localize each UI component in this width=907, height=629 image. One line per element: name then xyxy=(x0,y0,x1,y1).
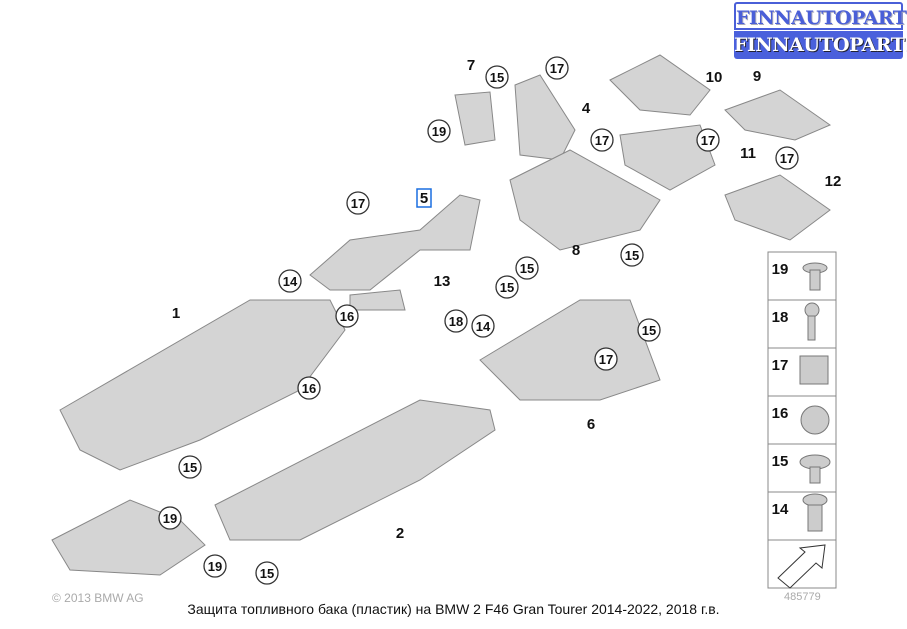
callout-17: 17 xyxy=(775,146,799,170)
callout-15: 15 xyxy=(255,561,279,585)
callout-15: 15 xyxy=(620,243,644,267)
callout-label: 4 xyxy=(582,100,591,117)
callout-label: 15 xyxy=(500,280,514,295)
callout-12: 12 xyxy=(825,173,842,190)
callout-2: 2 xyxy=(396,525,404,542)
callout-label: 15 xyxy=(520,261,534,276)
callout-label: 8 xyxy=(572,242,580,259)
part-11-box xyxy=(619,124,716,191)
callout-label: 14 xyxy=(283,274,298,289)
callout-label: 17 xyxy=(780,151,794,166)
callout-label: 17 xyxy=(599,352,613,367)
caption: Защита топливного бака (пластик) на BMW … xyxy=(187,601,720,617)
callout-16: 16 xyxy=(297,376,321,400)
callout-label: 17 xyxy=(550,61,564,76)
callout-15: 15 xyxy=(515,256,539,280)
callout-label: 1 xyxy=(172,305,180,322)
arrow-icon xyxy=(777,544,826,589)
fastener-icons xyxy=(799,262,831,532)
part-4-duct xyxy=(514,74,576,161)
callout-17: 17 xyxy=(594,347,618,371)
callout-13: 13 xyxy=(434,273,451,290)
part-8-shield xyxy=(509,149,661,251)
callout-label: 2 xyxy=(396,525,404,542)
part-7-bracket xyxy=(454,91,496,146)
legend-number-17: 17 xyxy=(772,357,789,374)
callout-label: 18 xyxy=(449,314,463,329)
callout-label: 19 xyxy=(208,559,222,574)
callout-10: 10 xyxy=(706,69,723,86)
callout-4: 4 xyxy=(582,100,591,117)
callout-label: 16 xyxy=(302,381,316,396)
callout-14: 14 xyxy=(278,269,302,293)
callout-label: 16 xyxy=(340,309,354,324)
callout-label: 10 xyxy=(706,69,723,86)
callout-15: 15 xyxy=(637,318,661,342)
part-9-bracket xyxy=(724,89,832,141)
part-6-shield xyxy=(479,299,661,401)
callout-11: 11 xyxy=(740,145,756,162)
callout-19: 19 xyxy=(427,119,451,143)
part-2-underbody-panel xyxy=(214,399,496,541)
brand-logo-top: FINNAUTOPARTS xyxy=(734,2,907,30)
callout-16: 16 xyxy=(335,304,359,328)
callout-label: 6 xyxy=(587,416,595,433)
callout-label: 5 xyxy=(420,190,428,207)
callout-label: 9 xyxy=(753,68,761,85)
part-16-panel xyxy=(349,289,406,311)
callout-1: 1 xyxy=(172,305,180,322)
copyright: © 2013 BMW AG xyxy=(52,591,144,605)
callout-18: 18 xyxy=(444,309,468,333)
callout-label: 15 xyxy=(642,323,656,338)
callout-5: 5 xyxy=(416,188,432,208)
callout-17: 17 xyxy=(545,56,569,80)
callout-17: 17 xyxy=(346,191,370,215)
legend-number-14: 14 xyxy=(772,501,789,518)
callout-17: 17 xyxy=(696,128,720,152)
callout-label: 14 xyxy=(476,319,491,334)
callout-label: 17 xyxy=(595,133,609,148)
callout-15: 15 xyxy=(495,275,519,299)
callout-14: 14 xyxy=(471,314,495,338)
callout-17: 17 xyxy=(590,128,614,152)
part-3-rear-panel xyxy=(51,499,206,576)
legend-number-19: 19 xyxy=(772,261,789,278)
callout-label: 7 xyxy=(467,57,475,74)
legend-number-18: 18 xyxy=(772,309,789,326)
callout-label: 12 xyxy=(825,173,842,190)
part-5-bracket xyxy=(309,194,481,291)
callout-19: 19 xyxy=(158,506,182,530)
callout-label: 15 xyxy=(183,460,197,475)
callout-label: 15 xyxy=(625,248,639,263)
callout-7: 7 xyxy=(467,57,475,74)
callout-8: 8 xyxy=(572,242,580,259)
callout-6: 6 xyxy=(587,416,595,433)
legend-number-15: 15 xyxy=(772,453,789,470)
callout-label: 17 xyxy=(701,133,715,148)
part-10-bracket xyxy=(609,54,711,116)
callout-label: 17 xyxy=(351,196,365,211)
callout-19: 19 xyxy=(203,554,227,578)
part-12-box xyxy=(724,174,831,241)
callout-label: 13 xyxy=(434,273,451,290)
legend-number-16: 16 xyxy=(772,405,789,422)
callout-label: 19 xyxy=(163,511,177,526)
image-number: 485779 xyxy=(784,591,821,603)
legend-column xyxy=(767,251,837,589)
callout-15: 15 xyxy=(178,455,202,479)
brand-logo-bottom: FINNAUTOPARTS xyxy=(734,31,907,59)
callout-15: 15 xyxy=(485,65,509,89)
callout-label: 11 xyxy=(740,145,756,162)
callout-label: 15 xyxy=(490,70,504,85)
callout-label: 19 xyxy=(432,124,446,139)
callout-label: 15 xyxy=(260,566,274,581)
callout-9: 9 xyxy=(753,68,761,85)
